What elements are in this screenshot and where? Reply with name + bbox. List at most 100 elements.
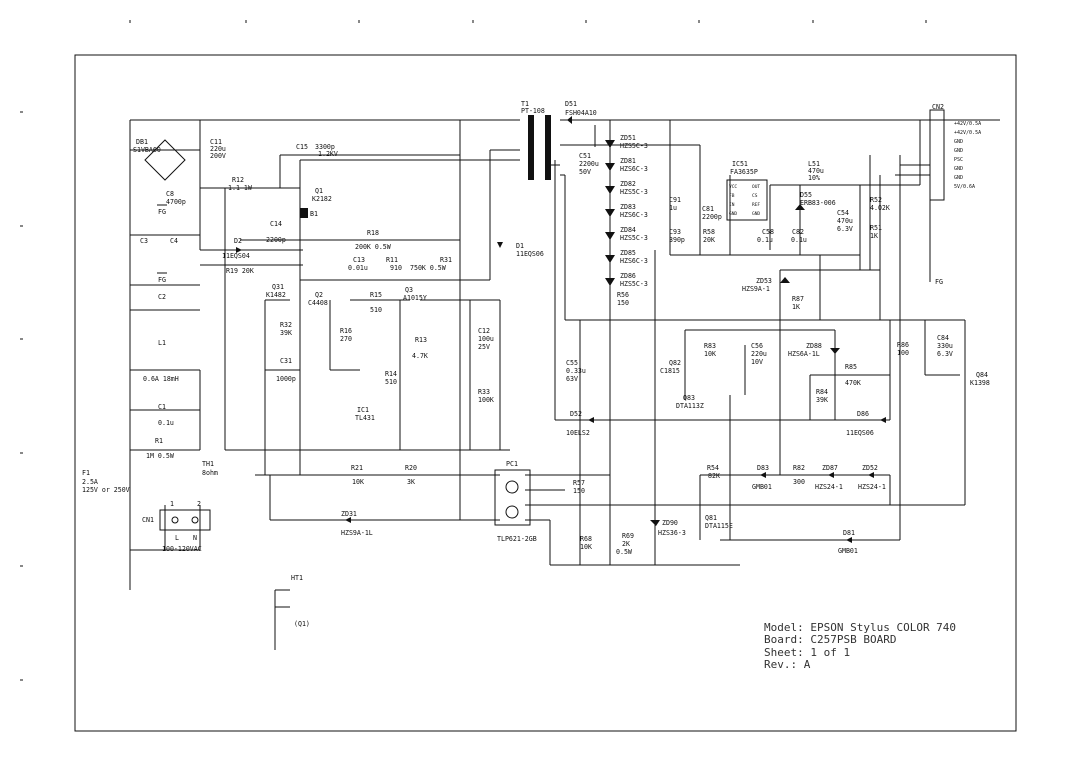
label-c82-val: 0.1u xyxy=(791,236,807,244)
label-c11: C11 xyxy=(210,138,222,146)
label-db1-val: S1VBA60 xyxy=(133,146,161,154)
label-r13-val: 4.7K xyxy=(412,352,428,360)
label-r84-val: 39K xyxy=(816,396,828,404)
label-r82: R82 xyxy=(793,464,805,472)
label-t1-val: PT-108 xyxy=(521,107,545,115)
label-pc1-val: TLP621-2GB xyxy=(497,535,537,543)
label-q82-val: C1815 xyxy=(660,367,680,375)
label-q83-val: DTA113Z xyxy=(676,402,704,410)
label-r54: R54 xyxy=(707,464,719,472)
component-labels: DB1 S1VBA60 C11 220u 200V C15 3300p 1.2K… xyxy=(82,100,990,628)
label-cn1-val: 100-120VAC xyxy=(162,545,202,553)
label-c51-v2: 50V xyxy=(579,168,591,176)
cn2-pin-3: GND xyxy=(954,139,963,145)
label-c11-v1: 220u xyxy=(210,145,226,153)
label-zd90: ZD90 xyxy=(662,519,678,527)
label-f1-v2: 125V or 250V xyxy=(82,486,130,494)
ic51-pin-cs: CS xyxy=(752,193,758,199)
label-q1-val: K2182 xyxy=(312,195,332,203)
label-ic1: IC1 xyxy=(357,406,369,414)
label-r20: R20 xyxy=(405,464,417,472)
label-fg-2: FG xyxy=(158,276,166,284)
label-zd87-val: HZS24-1 xyxy=(815,483,843,491)
frame-ticks xyxy=(20,20,927,681)
label-d55-val: ERB83-006 xyxy=(800,199,836,207)
label-c2: C2 xyxy=(158,293,166,301)
connector-cn2 xyxy=(929,109,945,201)
label-zd83: ZD83 xyxy=(620,203,636,211)
label-r56-val: 150 xyxy=(617,299,629,307)
label-l51-v2: 10% xyxy=(808,174,820,182)
label-c91: C91 xyxy=(669,196,681,204)
label-zd90-val: HZS36-3 xyxy=(658,529,686,537)
cn2-pin-1: +42V/0.5A xyxy=(954,121,981,127)
label-zd85-val: HZS6C-3 xyxy=(620,257,648,265)
label-c84-v1: 330u xyxy=(937,342,953,350)
label-b1: B1 xyxy=(310,210,318,218)
label-c56: C56 xyxy=(751,342,763,350)
label-r87-val: 1K xyxy=(792,303,800,311)
label-zd84-val: HZS5C-3 xyxy=(620,234,648,242)
label-r11-val: 910 xyxy=(390,264,402,272)
label-zd86-val: HZS5C-3 xyxy=(620,280,648,288)
label-ht1: HT1 xyxy=(291,574,303,582)
label-r56: R56 xyxy=(617,291,629,299)
label-c91-val: 1u xyxy=(669,204,677,212)
wires xyxy=(129,119,1000,650)
label-c8: C8 xyxy=(166,190,174,198)
label-l1-val: 0.6A 18mH xyxy=(143,375,179,383)
label-c56-v2: 10V xyxy=(751,358,763,366)
label-r51-val: 1K xyxy=(870,232,878,240)
bridge-rectifier-db1 xyxy=(144,139,186,181)
label-d51: D51 xyxy=(565,100,577,108)
label-c51-v1: 2200u xyxy=(579,160,599,168)
label-d83: D83 xyxy=(757,464,769,472)
label-c4: C4 xyxy=(170,237,178,245)
ic51-pin-gnd: GND xyxy=(729,211,737,217)
label-r69: R69 xyxy=(622,532,634,540)
label-r52-val: 4.02K xyxy=(870,204,890,212)
b1-block xyxy=(300,208,308,218)
label-c93-val: 390p xyxy=(669,236,685,244)
label-ic51: IC51 xyxy=(732,160,748,168)
label-c84-v2: 6.3V xyxy=(937,350,953,358)
label-d52: D52 xyxy=(570,410,582,418)
label-f1: F1 xyxy=(82,469,90,477)
label-q2: Q2 xyxy=(315,291,323,299)
transformer-t1 xyxy=(528,115,551,180)
label-c81-val: 2200p xyxy=(702,213,722,221)
label-c84: C84 xyxy=(937,334,949,342)
ground-symbols xyxy=(157,204,167,274)
label-zd82: ZD82 xyxy=(620,180,636,188)
zener-stack-icon xyxy=(605,140,615,286)
title-block: Model: EPSON Stylus COLOR 740 Board: C25… xyxy=(764,621,956,671)
label-r58: R58 xyxy=(703,228,715,236)
label-zd52-val: HZS24-1 xyxy=(858,483,886,491)
label-c12-v1: 100u xyxy=(478,335,494,343)
label-q3-val: A1015Y xyxy=(403,294,427,302)
label-q81-val: DTA115E xyxy=(705,522,733,530)
label-c31: C31 xyxy=(280,357,292,365)
label-c12: C12 xyxy=(478,327,490,335)
cn2-pin-8: 5V/0.6A xyxy=(954,184,975,190)
label-d51-val: FSH04A10 xyxy=(565,109,597,117)
title-model: Model: EPSON Stylus COLOR 740 xyxy=(764,621,956,634)
cn2-pin-6: GND xyxy=(954,166,963,172)
label-l51-v1: 470u xyxy=(808,167,824,175)
label-cn1-l: L xyxy=(175,534,179,542)
label-q1b: (Q1) xyxy=(294,620,310,628)
label-r54-val: 82K xyxy=(708,472,720,480)
label-r58-val: 20K xyxy=(703,236,715,244)
label-zd88: ZD88 xyxy=(806,342,822,350)
label-r85-val: 470K xyxy=(845,379,861,387)
title-board: Board: C257PSB BOARD xyxy=(764,633,896,646)
label-r18: R18 xyxy=(367,229,379,237)
label-c12-v2: 25V xyxy=(478,343,490,351)
label-zd83-val: HZS6C-3 xyxy=(620,211,648,219)
label-c54-v1: 470u xyxy=(837,217,853,225)
label-r33-val: 100K xyxy=(478,396,494,404)
label-zd88-val: HZS6A-1L xyxy=(788,350,820,358)
label-r31: R31 xyxy=(440,256,452,264)
label-zd84: ZD84 xyxy=(620,226,636,234)
label-q3: Q3 xyxy=(405,286,413,294)
